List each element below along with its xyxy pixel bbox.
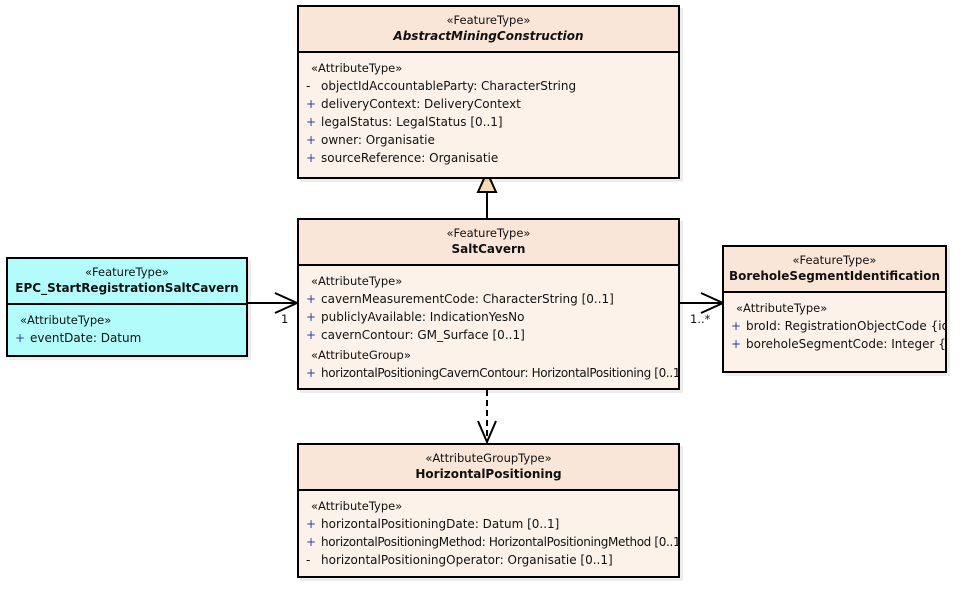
- class-body-abstract-mining-construction: «AttributeType» - objectIdAccountablePar…: [299, 53, 678, 174]
- association-connector-salt-cavern-to-borehole-segment[interactable]: [678, 292, 726, 314]
- association-connector-event-to-salt-cavern[interactable]: [248, 292, 300, 314]
- class-stereotype: «FeatureType»: [446, 13, 531, 27]
- class-stereotype: «FeatureType»: [792, 253, 877, 267]
- attribute-visibility: -: [306, 553, 311, 567]
- attribute-label: cavernMeasurementCode: CharacterString […: [321, 292, 614, 306]
- attribute-label: boreholeSegmentCode: Integer {id}: [746, 337, 947, 351]
- attribute-visibility: +: [306, 115, 317, 129]
- attribute-label: horizontalPositioningDate: Datum [0..1]: [321, 517, 560, 531]
- attribute-visibility: +: [731, 337, 742, 351]
- attribute-row[interactable]: + boreholeSegmentCode: Integer {id}: [724, 335, 945, 353]
- class-stereotype: «FeatureType»: [446, 226, 531, 240]
- attribute-row[interactable]: - objectIdAccountableParty: CharacterStr…: [299, 77, 678, 95]
- attribute-row[interactable]: + broId: RegistrationObjectCode {id}: [724, 317, 945, 335]
- dependency-connector-salt-cavern-to-horizontal-positioning[interactable]: [477, 390, 497, 445]
- attribute-group-label: «AttributeType»: [20, 313, 112, 327]
- attribute-group-label: «AttributeType»: [311, 274, 403, 288]
- attribute-label: horizontalPositioningCavernContour: Hori…: [321, 366, 680, 380]
- class-name: AbstractMiningConstruction: [393, 29, 584, 43]
- class-header-borehole-segment-identification: «FeatureType» BoreholeSegmentIdentificat…: [724, 247, 945, 293]
- attribute-row[interactable]: + sourceReference: Organisatie: [299, 149, 678, 167]
- attribute-label: owner: Organisatie: [321, 133, 435, 147]
- attribute-row[interactable]: - horizontalPositioningOperator: Organis…: [299, 551, 678, 569]
- attribute-visibility: +: [306, 517, 317, 531]
- class-box-abstract-mining-construction[interactable]: «FeatureType» AbstractMiningConstruction…: [297, 5, 680, 179]
- attribute-row[interactable]: + publiclyAvailable: IndicationYesNo: [299, 308, 678, 326]
- class-header-epc-start-registration-salt-cavern: «FeatureType» EPC_StartRegistrationSaltC…: [8, 259, 246, 305]
- attribute-visibility: +: [306, 97, 317, 111]
- attribute-label: legalStatus: LegalStatus [0..1]: [321, 115, 503, 129]
- attribute-row[interactable]: + cavernContour: GM_Surface [0..1]: [299, 326, 678, 344]
- multiplicity-label-borehole-source: 1..*: [690, 312, 711, 326]
- class-header-horizontal-positioning: «AttributeGroupType» HorizontalPositioni…: [299, 445, 678, 491]
- attribute-label: objectIdAccountableParty: CharacterStrin…: [321, 79, 577, 93]
- attribute-row[interactable]: + cavernMeasurementCode: CharacterString…: [299, 290, 678, 308]
- attribute-group-label: «AttributeType»: [736, 301, 828, 315]
- attribute-label: sourceReference: Organisatie: [321, 151, 499, 165]
- class-box-salt-cavern[interactable]: «FeatureType» SaltCavern «AttributeType»…: [297, 218, 680, 390]
- class-body-epc-start-registration-salt-cavern: «AttributeType» + eventDate: Datum: [8, 305, 246, 354]
- attribute-visibility: +: [306, 310, 317, 324]
- class-header-abstract-mining-construction: «FeatureType» AbstractMiningConstruction: [299, 7, 678, 53]
- attribute-visibility: +: [306, 133, 317, 147]
- attribute-label: eventDate: Datum: [30, 331, 142, 345]
- attribute-group-label: «AttributeGroup»: [311, 348, 411, 362]
- attribute-visibility: +: [306, 151, 317, 165]
- class-box-epc-start-registration-salt-cavern[interactable]: «FeatureType» EPC_StartRegistrationSaltC…: [6, 257, 248, 357]
- attribute-row[interactable]: + horizontalPositioningMethod: Horizonta…: [299, 533, 678, 551]
- class-stereotype: «AttributeGroupType»: [425, 451, 552, 465]
- attribute-visibility: +: [306, 535, 317, 549]
- class-stereotype: «FeatureType»: [85, 265, 169, 279]
- attribute-row[interactable]: + legalStatus: LegalStatus [0..1]: [299, 113, 678, 131]
- attribute-row[interactable]: + horizontalPositioningCavernContour: Ho…: [299, 364, 678, 382]
- class-name: EPC_StartRegistrationSaltCavern: [15, 281, 239, 295]
- attribute-label: horizontalPositioningMethod: HorizontalP…: [321, 535, 680, 549]
- class-box-borehole-segment-identification[interactable]: «FeatureType» BoreholeSegmentIdentificat…: [722, 245, 947, 373]
- attribute-visibility: +: [731, 319, 742, 333]
- attribute-label: broId: RegistrationObjectCode {id}: [746, 319, 947, 333]
- class-header-salt-cavern: «FeatureType» SaltCavern: [299, 220, 678, 266]
- class-name: SaltCavern: [451, 242, 526, 256]
- attribute-row[interactable]: + deliveryContext: DeliveryContext: [299, 95, 678, 113]
- class-name: HorizontalPositioning: [415, 467, 562, 481]
- attribute-label: horizontalPositioningOperator: Organisat…: [321, 553, 613, 567]
- attribute-visibility: +: [306, 328, 317, 342]
- class-body-salt-cavern: «AttributeType» + cavernMeasurementCode:…: [299, 266, 678, 388]
- attribute-visibility: +: [306, 366, 317, 380]
- multiplicity-label-salt-cavern-target: 1: [281, 312, 289, 326]
- attribute-row[interactable]: + horizontalPositioningDate: Datum [0..1…: [299, 515, 678, 533]
- attribute-group-label: «AttributeType»: [311, 499, 403, 513]
- attribute-row[interactable]: + eventDate: Datum: [8, 329, 246, 347]
- class-name: BoreholeSegmentIdentification: [728, 269, 941, 283]
- attribute-visibility: +: [306, 292, 317, 306]
- class-box-horizontal-positioning[interactable]: «AttributeGroupType» HorizontalPositioni…: [297, 443, 680, 578]
- attribute-label: cavernContour: GM_Surface [0..1]: [321, 328, 525, 342]
- attribute-visibility: +: [15, 331, 26, 345]
- attribute-label: deliveryContext: DeliveryContext: [321, 97, 521, 111]
- attribute-label: publiclyAvailable: IndicationYesNo: [321, 310, 525, 324]
- attribute-group-label: «AttributeType»: [311, 61, 403, 75]
- class-body-borehole-segment-identification: «AttributeType» + broId: RegistrationObj…: [724, 293, 945, 360]
- class-body-horizontal-positioning: «AttributeType» + horizontalPositioningD…: [299, 491, 678, 576]
- attribute-row[interactable]: + owner: Organisatie: [299, 131, 678, 149]
- attribute-visibility: -: [306, 79, 311, 93]
